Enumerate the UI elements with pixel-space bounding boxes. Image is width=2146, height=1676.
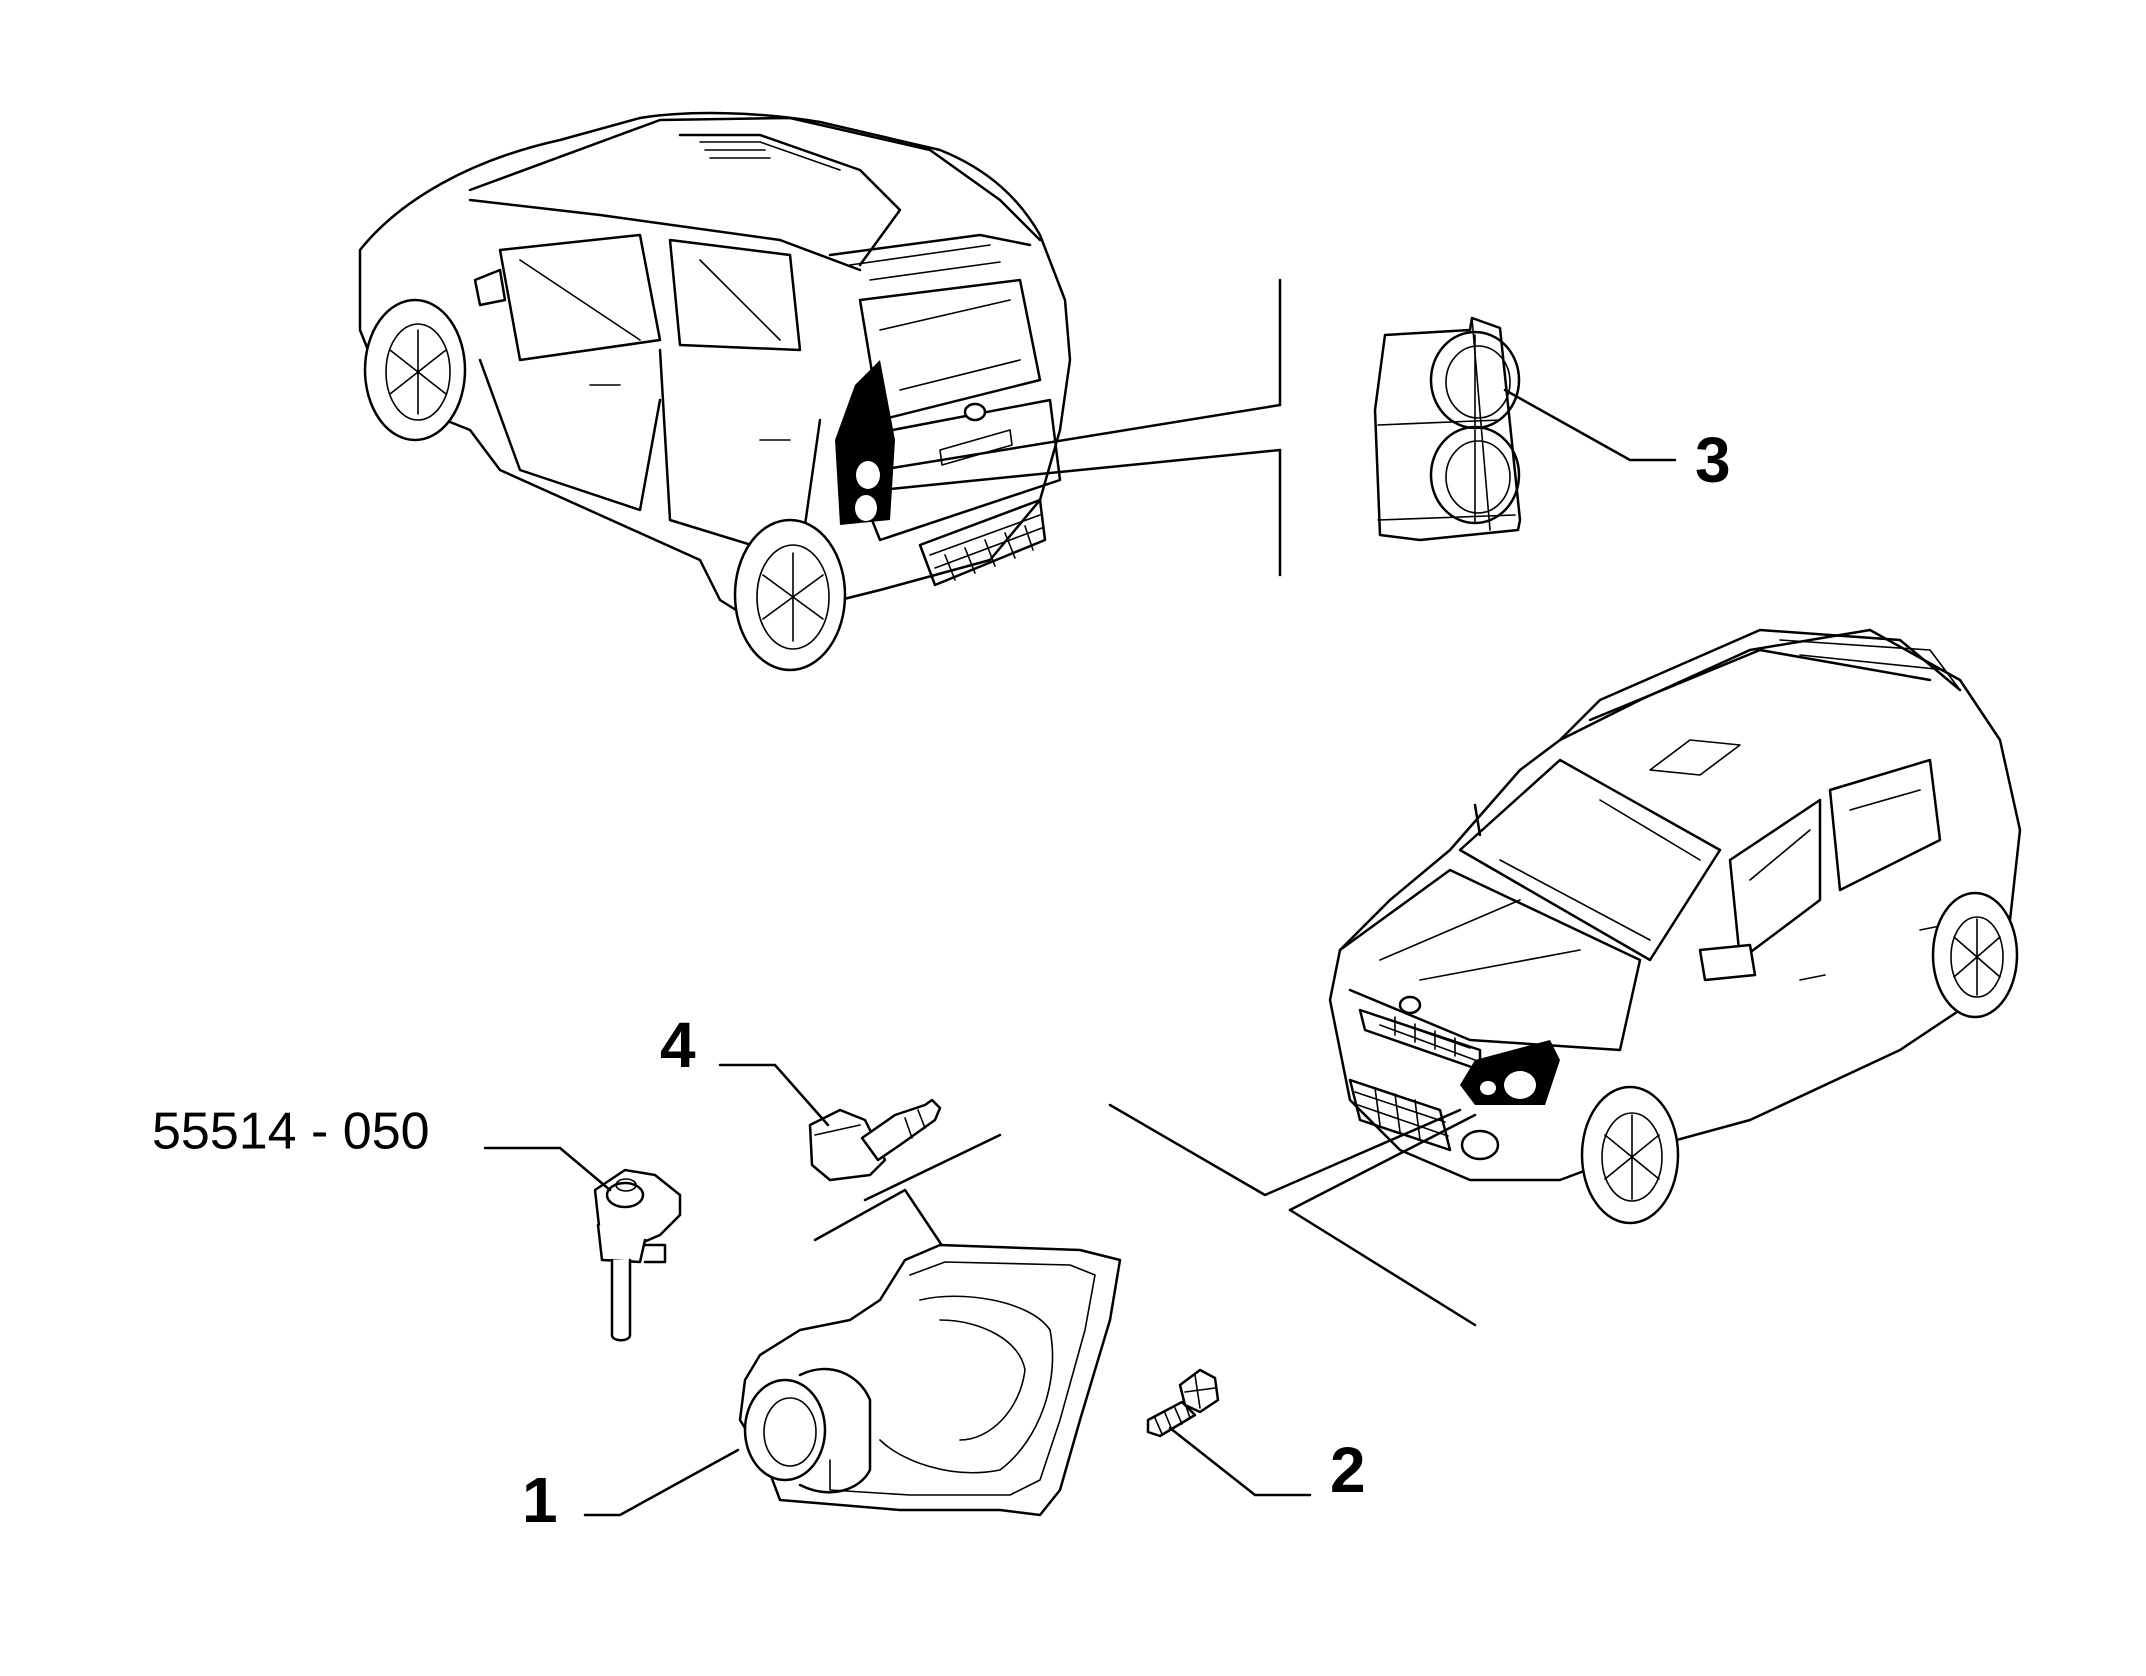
part-label-3: 3 xyxy=(1695,424,1731,496)
leader-line-1 xyxy=(583,1448,740,1517)
bolt-part xyxy=(1146,1368,1220,1438)
part-label-2: 2 xyxy=(1330,1434,1366,1506)
car-rear-view xyxy=(358,111,1072,672)
headlamp-part xyxy=(738,1243,1122,1517)
leader-lines-part-3 xyxy=(878,278,1282,577)
rear-view-wheel-front xyxy=(363,298,467,442)
car-front-view xyxy=(1328,628,2022,1225)
washer-nozzle-part xyxy=(593,1168,682,1342)
leader-line-3 xyxy=(1503,388,1677,462)
tail-lamp-part xyxy=(1373,316,1522,542)
leader-line-4 xyxy=(718,1063,830,1127)
leader-line-code xyxy=(483,1146,612,1192)
front-view-wheel-rear xyxy=(1931,891,2019,1019)
part-label-4: 4 xyxy=(660,1009,696,1081)
leader-lines-part-1 xyxy=(813,1103,1477,1327)
front-view-wheel-front xyxy=(1580,1085,1680,1225)
bulb-socket-part xyxy=(808,1098,942,1182)
part-label-1: 1 xyxy=(522,1464,558,1536)
rear-view-wheel-rear xyxy=(733,518,847,672)
leader-line-2 xyxy=(1168,1426,1312,1497)
part-label-code: 55514 - 050 xyxy=(152,1103,430,1161)
